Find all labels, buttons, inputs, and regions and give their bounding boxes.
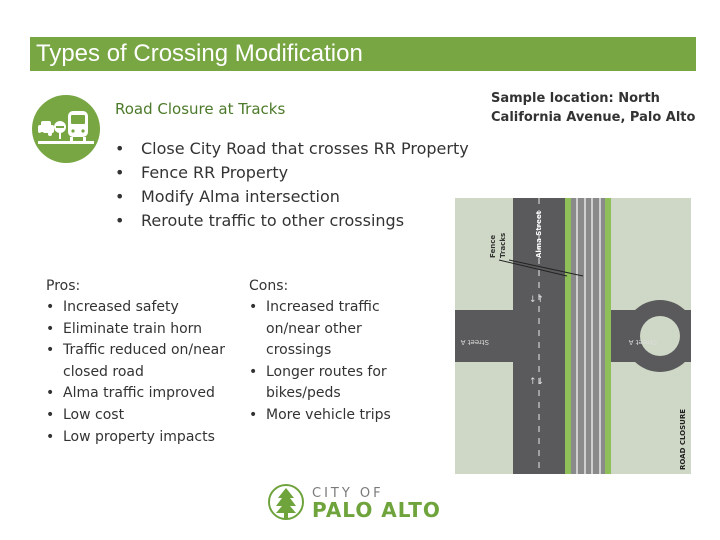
- cons-header: Cons:: [249, 278, 289, 294]
- road-closure-map: ↓↑ ↑↓ Fence Tracks Alma Street Street A …: [455, 198, 691, 474]
- cons-item: Increased traffic on/near other crossing…: [249, 297, 419, 362]
- road-closure-train-icon: [32, 95, 100, 163]
- svg-text:↓↑: ↓↑: [529, 295, 544, 305]
- pros-section: Pros: Increased safety Eliminate train h…: [46, 275, 236, 448]
- section-subtitle: Road Closure at Tracks: [115, 100, 286, 118]
- palo-alto-logo: CITY OF PALO ALTO: [268, 482, 448, 524]
- tracks-label: Tracks: [499, 233, 507, 258]
- pros-item: Alma traffic improved: [46, 383, 236, 405]
- slide-title: Types of Crossing Modification: [30, 37, 696, 71]
- pros-item: Low cost: [46, 405, 236, 427]
- bullet-item: Close City Road that crosses RR Property: [113, 137, 469, 161]
- street-label: Street A: [629, 338, 657, 346]
- logo-name-text: PALO ALTO: [312, 498, 441, 522]
- logo-city-text: CITY OF: [312, 486, 384, 501]
- pros-item: Traffic reduced on/near closed road: [46, 340, 236, 383]
- cons-section: Cons: Increased traffic on/near other cr…: [249, 275, 419, 427]
- bullet-item: Reroute traffic to other crossings: [113, 209, 469, 233]
- main-bullet-list: Close City Road that crosses RR Property…: [113, 137, 469, 233]
- street-label: Street A: [461, 338, 489, 346]
- road-closure-label: ROAD CLOSURE: [679, 409, 687, 470]
- tree-logo-icon: [268, 484, 304, 520]
- alma-street-label: Alma Street: [535, 210, 543, 258]
- cons-item: More vehicle trips: [249, 405, 419, 427]
- pros-item: Eliminate train horn: [46, 319, 236, 341]
- pros-item: Increased safety: [46, 297, 236, 319]
- bullet-item: Modify Alma intersection: [113, 185, 469, 209]
- pros-header: Pros:: [46, 278, 81, 294]
- bullet-item: Fence RR Property: [113, 161, 469, 185]
- cons-item: Longer routes for bikes/peds: [249, 362, 419, 405]
- svg-text:↑↓: ↑↓: [529, 377, 544, 387]
- sample-location-text: Sample location: North California Avenue…: [491, 91, 696, 125]
- pros-item: Low property impacts: [46, 427, 236, 449]
- fence-label: Fence: [489, 235, 497, 258]
